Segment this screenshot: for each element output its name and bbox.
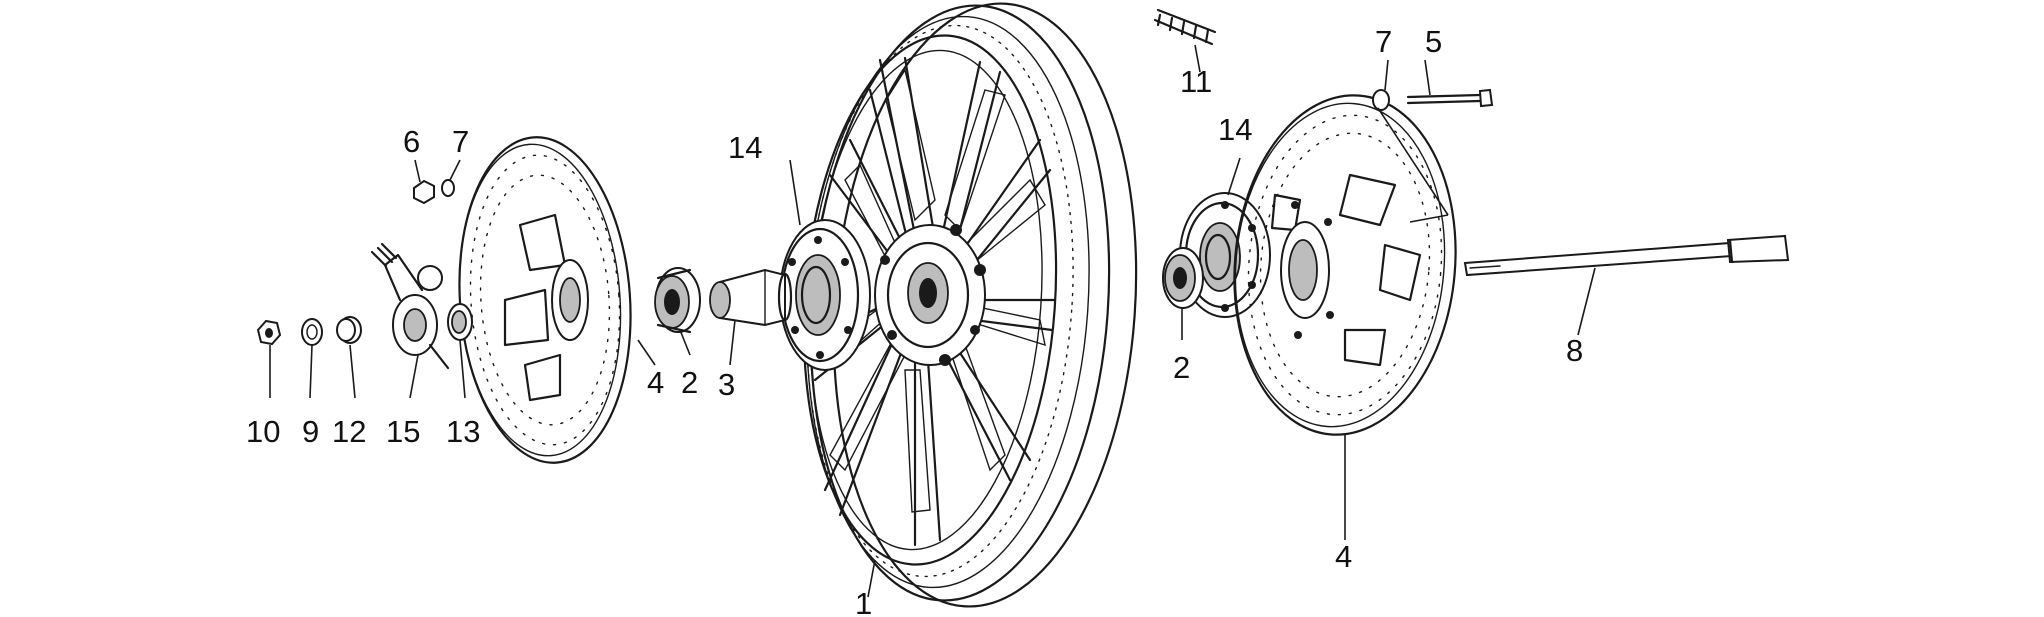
- callout-13: 13: [446, 414, 480, 449]
- callout-14-right: 14: [1218, 112, 1252, 147]
- bearing-part-2-left: [654, 267, 701, 334]
- callout-10: 10: [246, 414, 280, 449]
- axle-part-8: [1463, 234, 1790, 277]
- callout-11: 11: [1180, 64, 1212, 99]
- washer-part-9: [301, 318, 323, 346]
- callout-3: 3: [718, 367, 735, 402]
- callout-15: 15: [386, 414, 420, 449]
- brake-disc-part-4-left: [458, 136, 632, 464]
- bearing-part-2-right: [1162, 247, 1204, 309]
- flange-part-14-left: [779, 219, 871, 371]
- seal-part-13: [447, 303, 473, 341]
- balance-weights-part-11: [1153, 8, 1217, 46]
- callout-4-right: 4: [1335, 539, 1352, 574]
- spacer-part-3: [709, 268, 793, 327]
- leader-lines: [269, 44, 1596, 598]
- brake-disc-part-4-right: [1233, 94, 1457, 436]
- spacer-part-12: [336, 316, 362, 344]
- nut-part-10: [256, 319, 282, 346]
- washer-part-7-left: [441, 179, 455, 197]
- callout-5: 5: [1425, 24, 1442, 59]
- callout-14-left: 14: [728, 130, 762, 165]
- callout-2-left: 2: [681, 365, 698, 400]
- callout-1: 1: [855, 586, 872, 617]
- callout-6: 6: [403, 124, 420, 159]
- callout-7-right: 7: [1375, 24, 1392, 59]
- callout-7-left: 7: [452, 124, 469, 159]
- bolt-part-6: [413, 179, 435, 205]
- callout-4-left: 4: [647, 365, 664, 400]
- callout-labels: 1 2 2 3 4 4 5 6 7 7 8 9 10 11 12 13 14 1…: [246, 24, 1583, 617]
- bolt-part-5: [1406, 88, 1494, 108]
- callout-2-right: 2: [1173, 350, 1190, 385]
- washer-part-7-right: [1372, 89, 1390, 111]
- callout-12: 12: [332, 414, 366, 449]
- callout-9: 9: [302, 414, 319, 449]
- callout-8: 8: [1566, 333, 1583, 368]
- speedometer-drive-part-15: [370, 242, 450, 370]
